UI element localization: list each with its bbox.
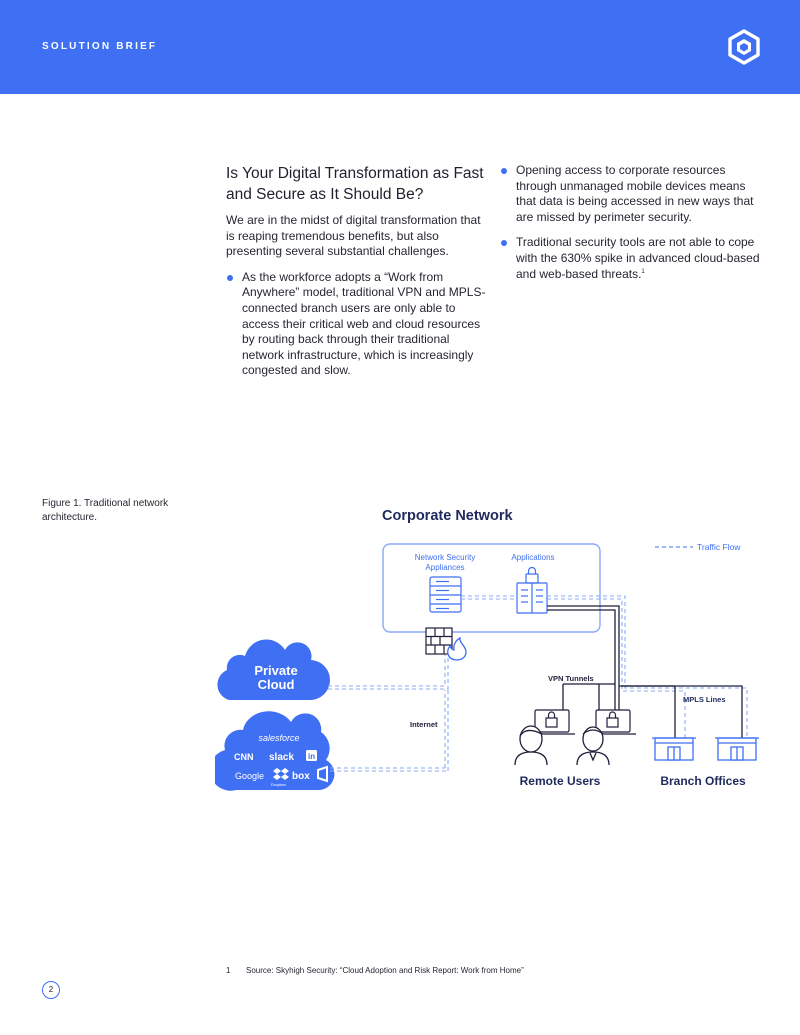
- bullet-text: Opening access to corporate resources th…: [516, 163, 754, 224]
- footnote: 1 Source: Skyhigh Security: “Cloud Adopti…: [226, 966, 524, 975]
- intro-paragraph: We are in the midst of digital transform…: [226, 213, 481, 259]
- box-logo-icon: box: [292, 771, 310, 782]
- cnn-logo-icon: CNN: [234, 752, 254, 762]
- remote-users-label: Remote Users: [520, 774, 601, 788]
- left-column: Is Your Digital Transformation as Fast a…: [226, 163, 488, 389]
- right-bullet-list: Opening access to corporate resources th…: [500, 163, 765, 282]
- legend-traffic-flow: Traffic Flow: [697, 542, 741, 552]
- bullet-dot-icon: [501, 240, 507, 247]
- right-column: Opening access to corporate resources th…: [500, 163, 765, 292]
- diagram-title: Corporate Network: [382, 508, 513, 524]
- branch-office-icon: [715, 737, 759, 761]
- linkedin-logo-icon: [306, 750, 317, 761]
- private-cloud-label-line1: Private: [254, 663, 297, 678]
- remote-user-male-icon: [576, 726, 610, 766]
- linkedin-logo-text: in: [308, 752, 315, 761]
- footnote-ref[interactable]: 1: [641, 268, 645, 275]
- bullet-text: As the workforce adopts a “Work from Any…: [242, 269, 486, 378]
- vpn-tunnels-label: VPN Tunnels: [548, 674, 594, 683]
- mpls-lines-label: MPLS Lines: [683, 695, 726, 704]
- connector-lines: [328, 595, 748, 772]
- legend: Traffic Flow: [655, 542, 741, 552]
- bullet-dot-icon: [227, 274, 233, 281]
- hexagon-logo-icon: [728, 29, 760, 65]
- salesforce-logo-icon: salesforce: [258, 733, 299, 743]
- bullet-text: Traditional security tools are not able …: [516, 235, 760, 281]
- private-cloud-label-line2: Cloud: [258, 677, 295, 692]
- server-icon: [429, 576, 462, 613]
- nsa-label-line2: Appliances: [425, 563, 464, 572]
- flame-icon: [447, 636, 467, 661]
- firewall-icon: [425, 627, 453, 655]
- page-number: 2: [42, 981, 60, 999]
- slack-logo-icon: slack: [269, 752, 294, 763]
- figure-caption: Figure 1. Traditional network architectu…: [42, 498, 169, 523]
- bullet-dot-icon: [501, 168, 507, 174]
- bullet-item: Opening access to corporate resources th…: [500, 163, 765, 225]
- office-logo-icon: [317, 765, 328, 783]
- branch-office-icon: [652, 737, 696, 761]
- dropbox-logo-icon: Dropbox: [271, 782, 286, 787]
- bullet-item: Traditional security tools are not able …: [500, 235, 765, 282]
- private-cloud: Private Cloud: [217, 639, 331, 701]
- nsa-label-line1: Network Security: [415, 553, 475, 562]
- applications-label: Applications: [511, 553, 554, 562]
- footnote-text: Source: Skyhigh Security: “Cloud Adoptio…: [246, 966, 524, 975]
- bullet-item: As the workforce adopts a “Work from Any…: [226, 270, 488, 379]
- header-bar: SOLUTION BRIEF: [0, 0, 800, 94]
- application-server-icon: [516, 566, 548, 614]
- section-heading: Is Your Digital Transformation as Fast a…: [226, 165, 484, 203]
- internet-label: Internet: [410, 720, 438, 729]
- corporate-network-box: [382, 543, 601, 633]
- network-diagram: Corporate Network Traffic Flow Network S…: [215, 508, 759, 791]
- header-label: SOLUTION BRIEF: [42, 41, 158, 52]
- footnote-number: 1: [226, 966, 231, 975]
- dropbox-glyph-icon: [273, 768, 289, 780]
- saas-cloud: salesforce CNN slack in Google Dropbox b…: [215, 711, 335, 791]
- branch-offices-label: Branch Offices: [660, 774, 746, 788]
- left-bullet-list: As the workforce adopts a “Work from Any…: [226, 270, 488, 379]
- remote-user-female-icon: [514, 725, 548, 766]
- google-logo-icon: Google: [235, 771, 264, 781]
